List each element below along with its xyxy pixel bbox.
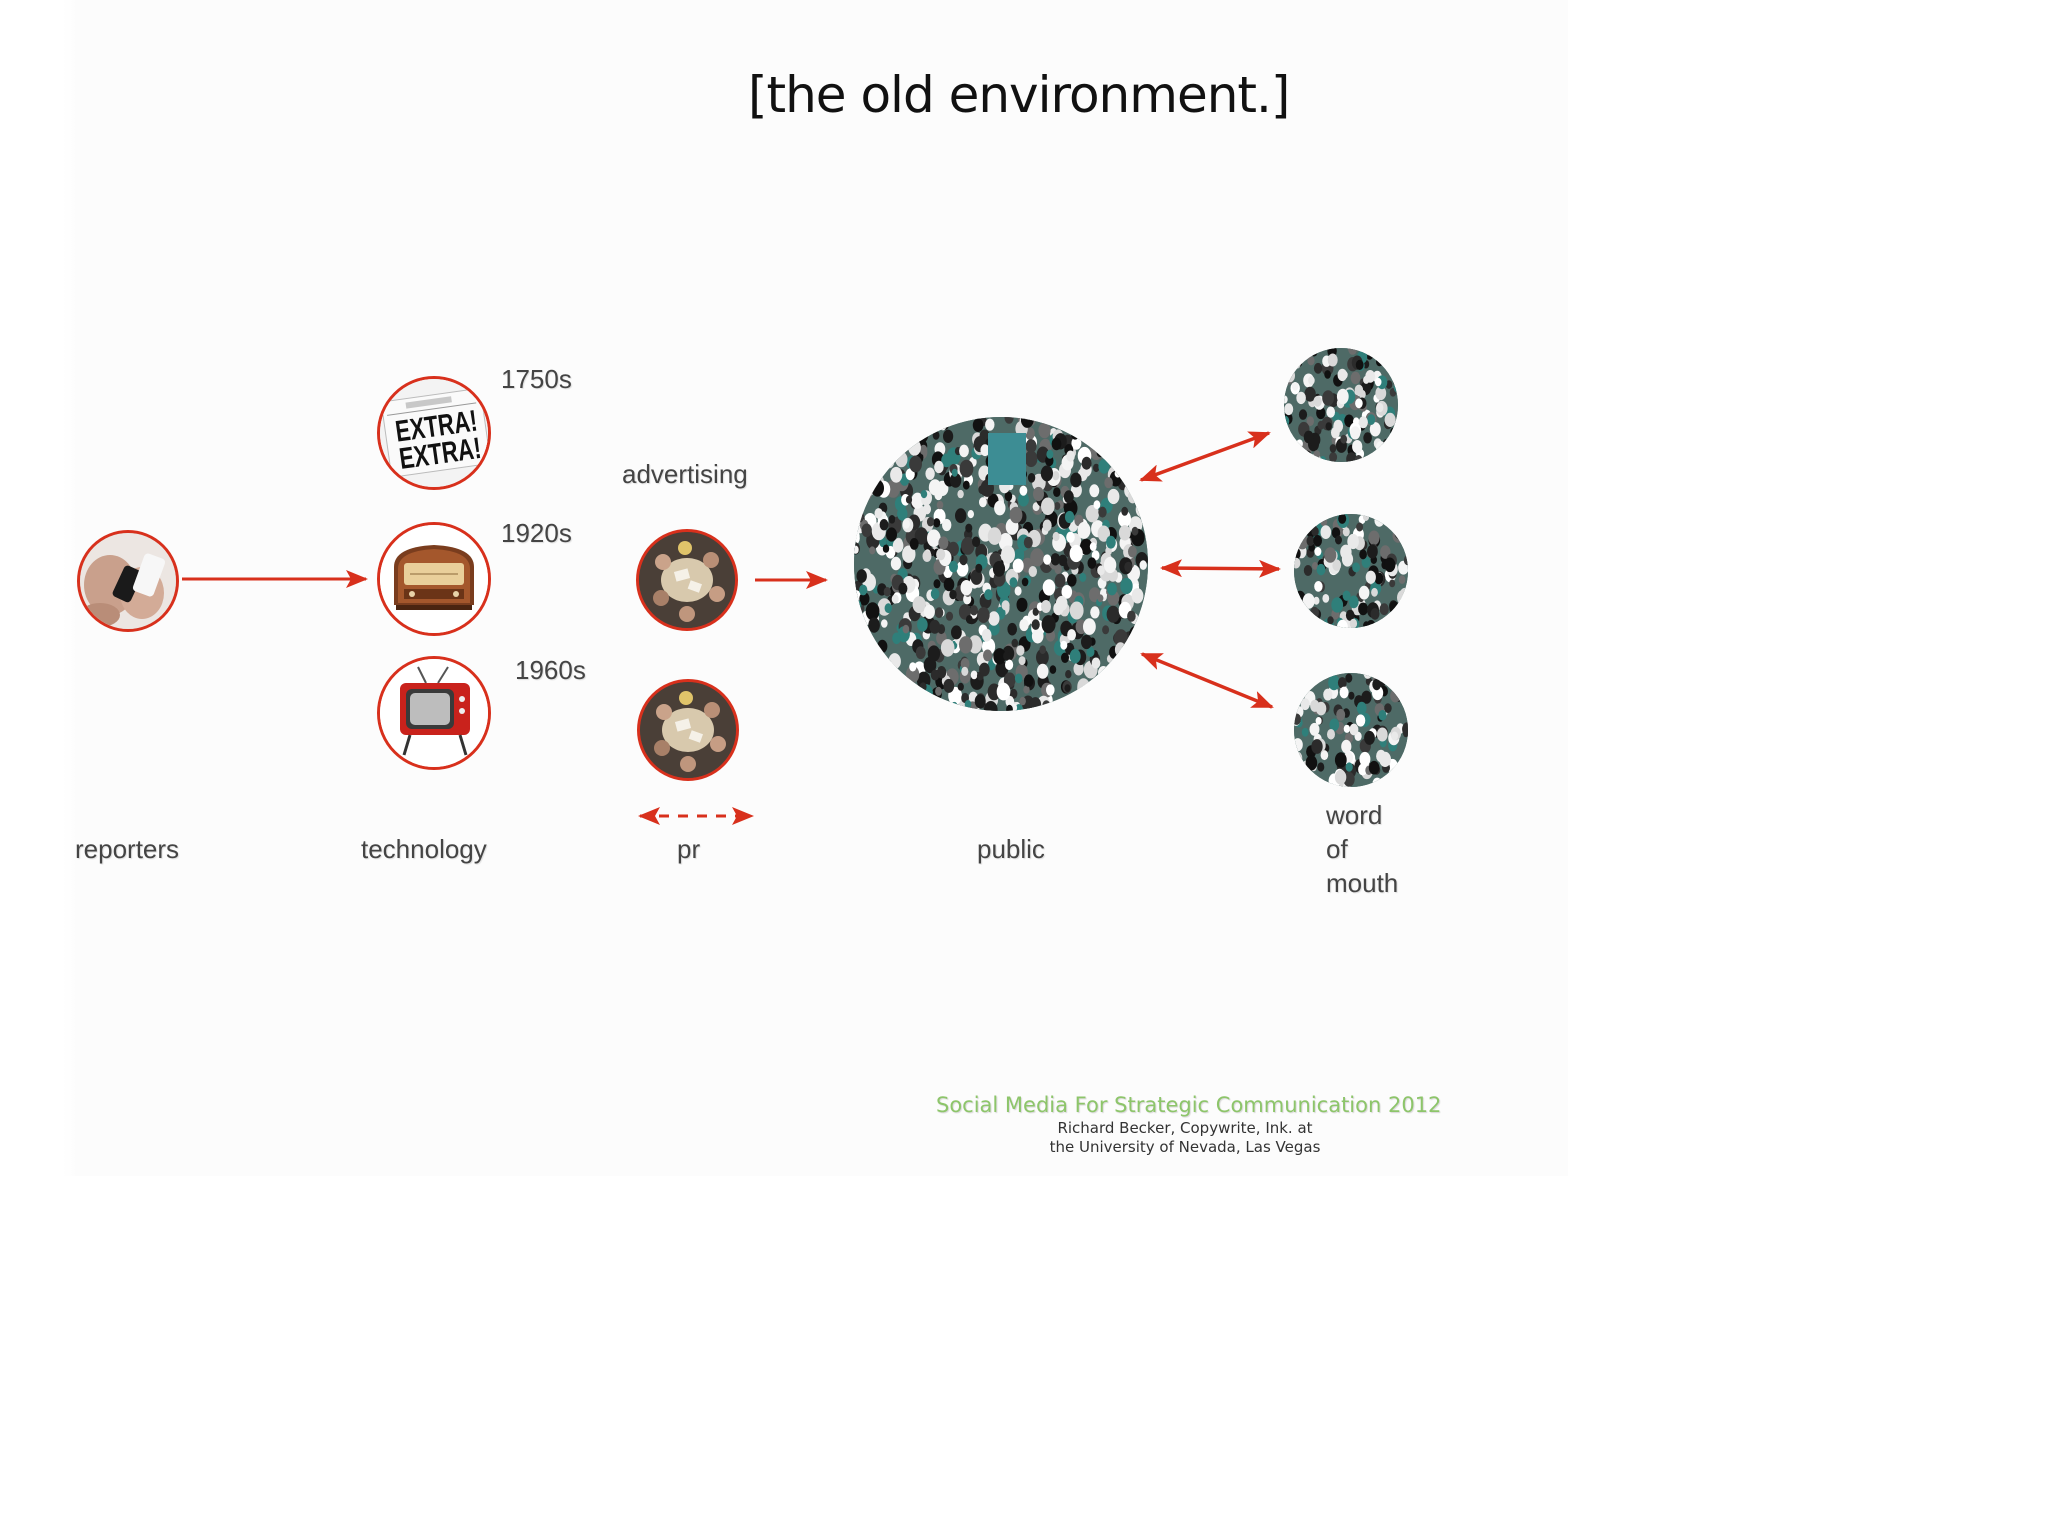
arrow-public-wom-bottom [1140,652,1274,709]
word-of-mouth-label-line2: of [1326,834,1348,864]
word-of-mouth-label-line1: word [1326,800,1383,830]
advertising-label: advertising [622,459,748,489]
word-of-mouth-crowd-icon-bottom [1294,673,1408,787]
word-of-mouth-crowd-icon-middle [1294,514,1408,628]
footer-author-line2: the University of Nevada, Las Vegas [1049,1138,1321,1156]
public-label: public [977,834,1045,864]
era-1960s: 1960s [515,655,586,685]
word-of-mouth-label-line3: mouth [1326,868,1399,898]
era-1750s: 1750s [501,364,572,394]
footer-course-title: Social Media For Strategic Communication… [936,1093,1442,1117]
flow-arrows [182,431,1281,825]
arrow-public-wom-top [1139,431,1271,482]
radio-icon [377,522,491,636]
slide: [the old environment.] reporters [0,0,1568,1176]
advertising-meeting-icon [636,529,738,631]
arrow-public-wom-middle [1160,559,1281,578]
footer-author-line1: Richard Becker, Copywrite, Ink. at [1057,1119,1313,1137]
technology-label: technology [361,834,487,864]
pr-meeting-icon [637,679,739,781]
word-of-mouth-crowd-icon-top [1284,348,1398,462]
slide-title: [the old environment.] [748,66,1290,124]
era-1920s: 1920s [501,518,572,548]
pr-label: pr [677,834,701,864]
public-crowd-icon [854,417,1148,711]
reporters-icon [77,530,179,632]
television-icon [377,656,491,770]
reporters-label: reporters [75,834,180,864]
newspaper-extra-icon: EXTRA! EXTRA! [377,376,491,490]
